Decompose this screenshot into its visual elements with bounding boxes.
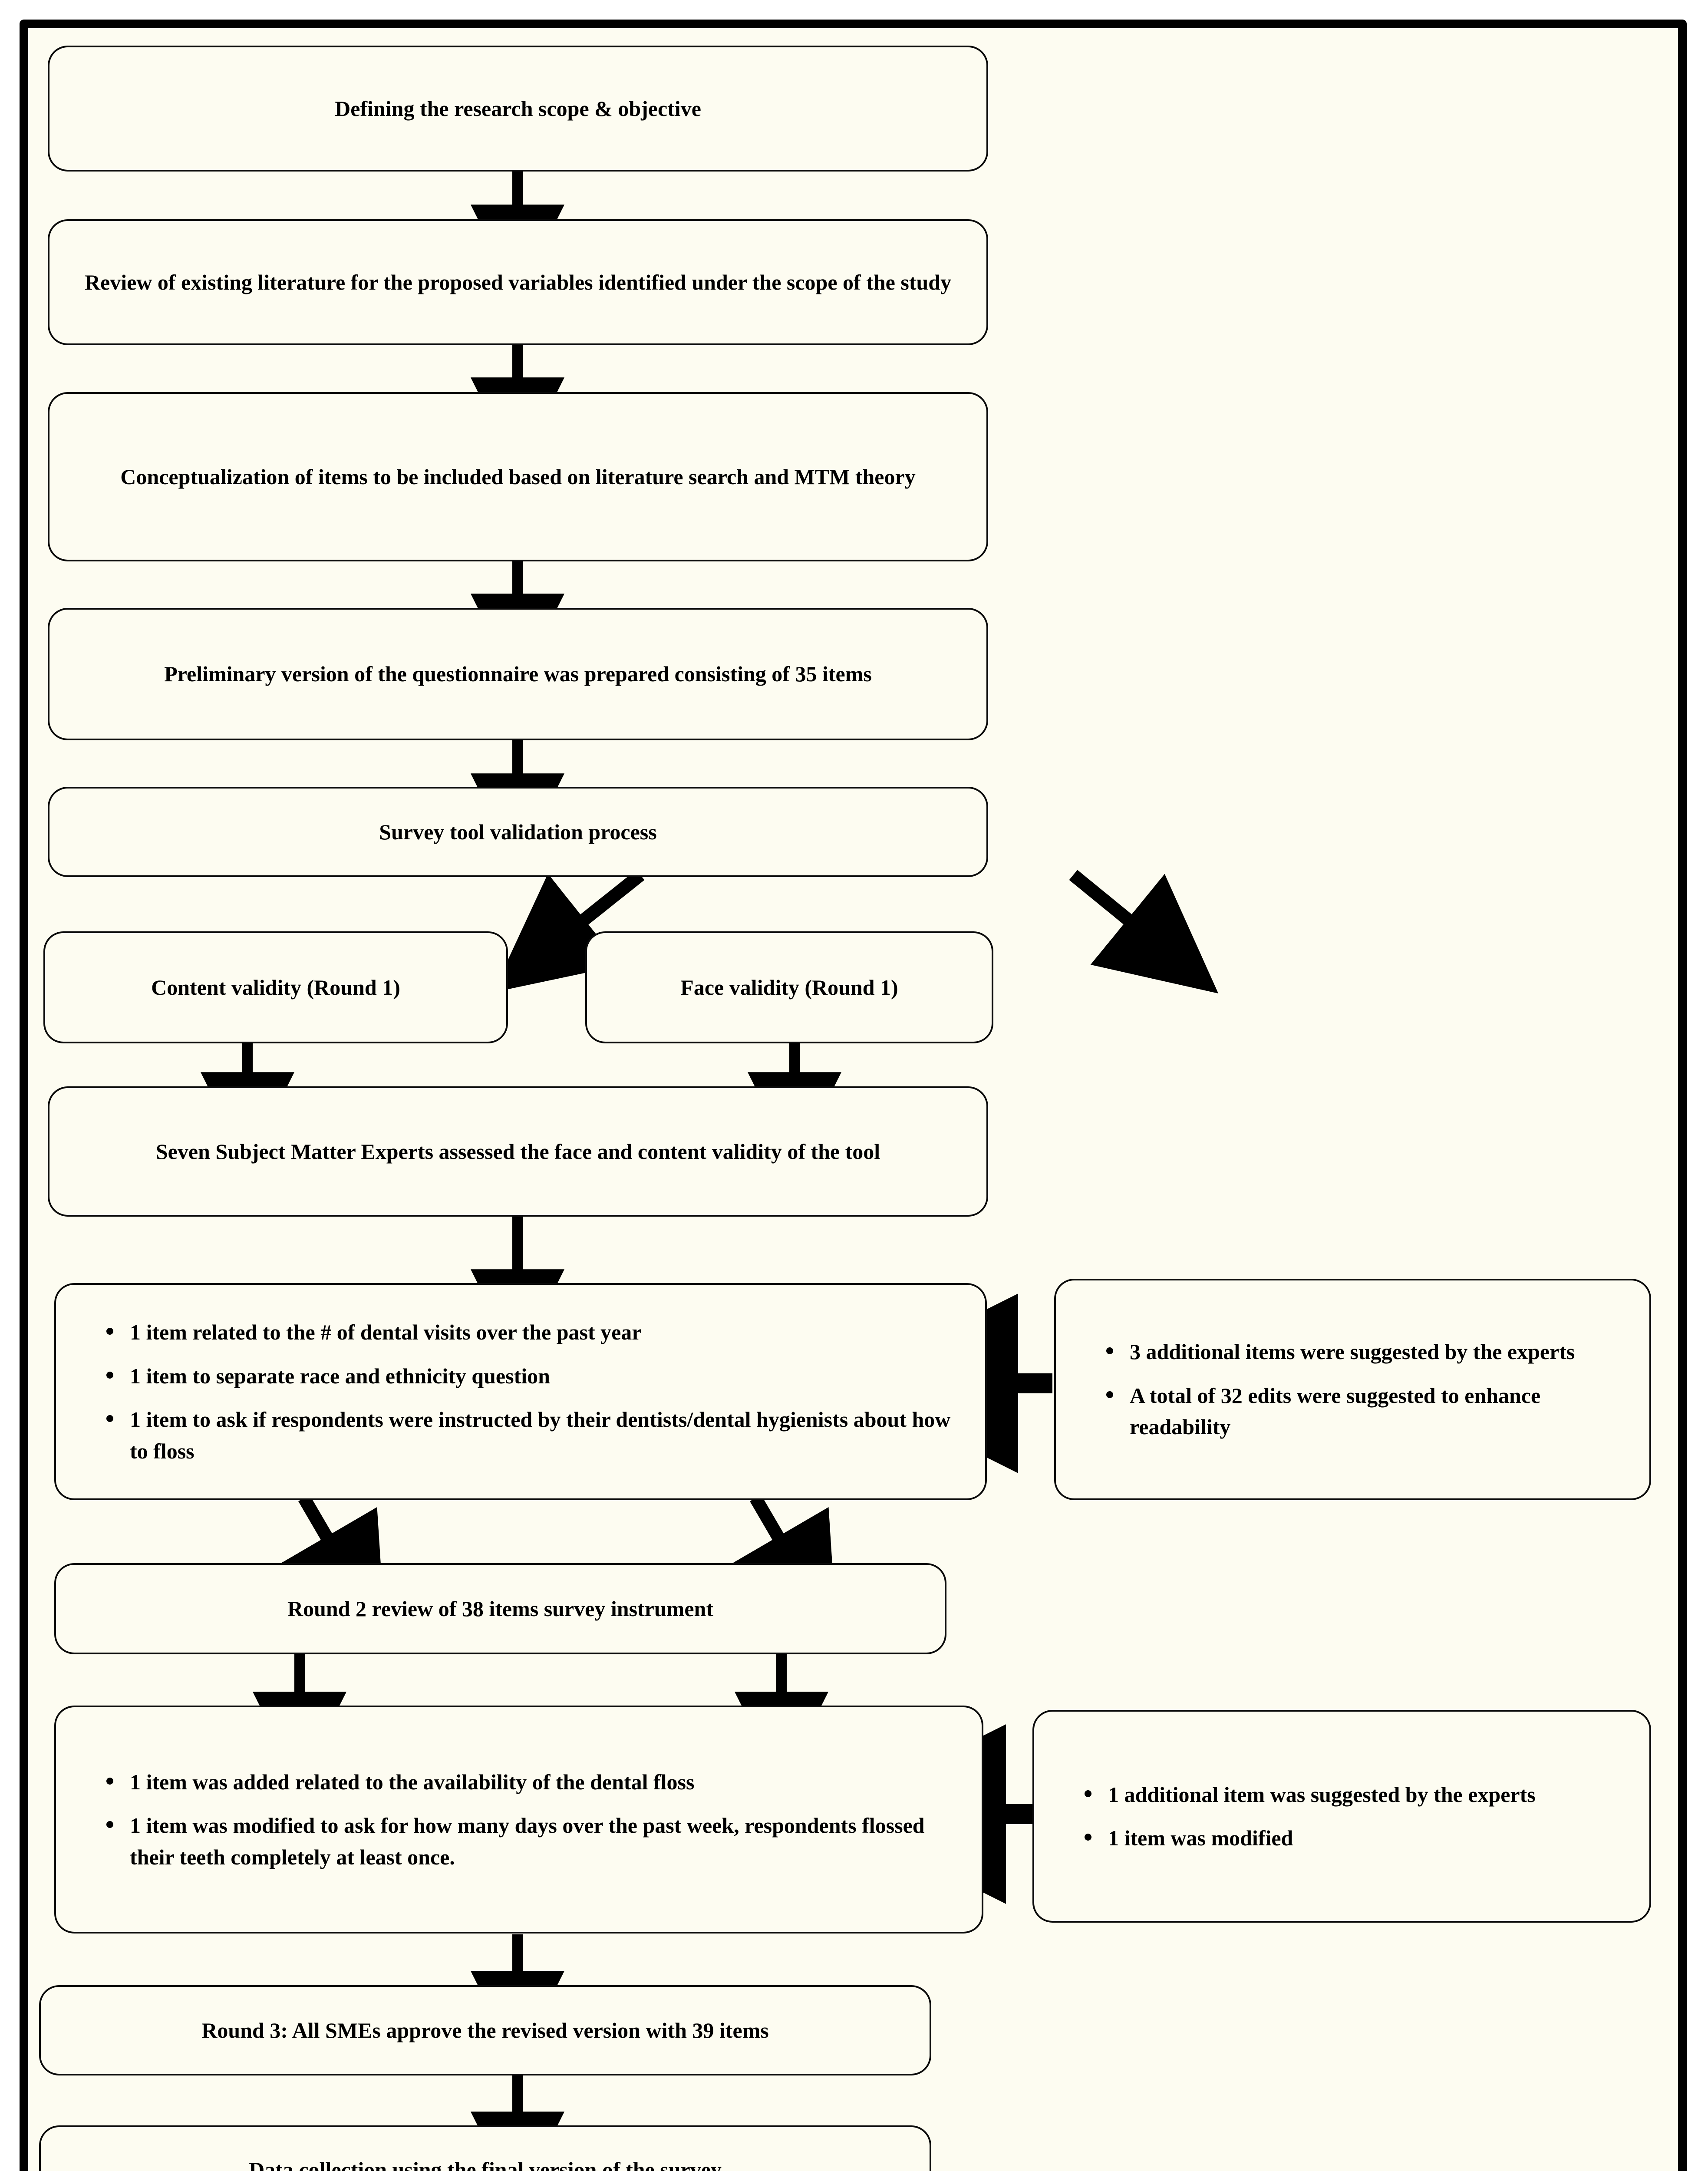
node-expert-suggestions-round2: 1 additional item was suggested by the e… — [1032, 1710, 1651, 1923]
list-item: 1 item was modified — [1082, 1822, 1632, 1854]
node-label: Round 3: All SMEs approve the revised ve… — [201, 2018, 769, 2042]
node-label: Conceptualization of items to be include… — [120, 464, 916, 489]
node-survey-validation-process: Survey tool validation process — [48, 787, 988, 877]
list-item: 1 item related to the # of dental visits… — [104, 1316, 968, 1348]
node-label: Round 2 review of 38 items survey instru… — [287, 1596, 713, 1621]
list-item: 1 additional item was suggested by the e… — [1082, 1779, 1632, 1811]
list-item: 3 additional items were suggested by the… — [1104, 1336, 1632, 1368]
node-content-validity: Content validity (Round 1) — [43, 931, 508, 1043]
node-conceptualization: Conceptualization of items to be include… — [48, 392, 988, 561]
list-item: 1 item to ask if respondents were instru… — [104, 1404, 968, 1467]
node-label: Defining the research scope & objective — [335, 96, 701, 121]
node-sme-assessment: Seven Subject Matter Experts assessed th… — [48, 1086, 988, 1217]
bullet-list: 1 item related to the # of dental visits… — [56, 1316, 985, 1467]
node-literature-review: Review of existing literature for the pr… — [48, 219, 988, 345]
node-round3-approval: Round 3: All SMEs approve the revised ve… — [39, 1985, 931, 2075]
node-label: Review of existing literature for the pr… — [84, 270, 952, 294]
node-preliminary-version: Preliminary version of the questionnaire… — [48, 608, 988, 740]
node-face-validity: Face validity (Round 1) — [585, 931, 993, 1043]
list-item: 1 item was added related to the availabi… — [104, 1766, 964, 1798]
node-label: Data collection using the final version … — [249, 2158, 722, 2171]
list-item: 1 item to separate race and ethnicity qu… — [104, 1360, 968, 1392]
node-research-scope: Defining the research scope & objective — [48, 46, 988, 172]
node-label: Preliminary version of the questionnaire… — [164, 662, 872, 686]
node-round2-review: Round 2 review of 38 items survey instru… — [54, 1563, 946, 1654]
bullet-list: 3 additional items were suggested by the… — [1056, 1336, 1649, 1443]
list-item: A total of 32 edits were suggested to en… — [1104, 1380, 1632, 1443]
node-round2-changes: 1 item was added related to the availabi… — [54, 1706, 983, 1933]
node-label: Survey tool validation process — [379, 819, 657, 844]
node-round1-changes: 1 item related to the # of dental visits… — [54, 1283, 987, 1500]
node-label: Face validity (Round 1) — [680, 975, 898, 1000]
list-item: 1 item was modified to ask for how many … — [104, 1810, 964, 1873]
node-data-collection: Data collection using the final version … — [39, 2125, 931, 2171]
bullet-list: 1 additional item was suggested by the e… — [1034, 1779, 1649, 1854]
node-expert-suggestions-round1: 3 additional items were suggested by the… — [1054, 1279, 1651, 1500]
node-label: Seven Subject Matter Experts assessed th… — [155, 1139, 880, 1164]
bullet-list: 1 item was added related to the availabi… — [56, 1766, 982, 1873]
node-label: Content validity (Round 1) — [151, 975, 400, 1000]
